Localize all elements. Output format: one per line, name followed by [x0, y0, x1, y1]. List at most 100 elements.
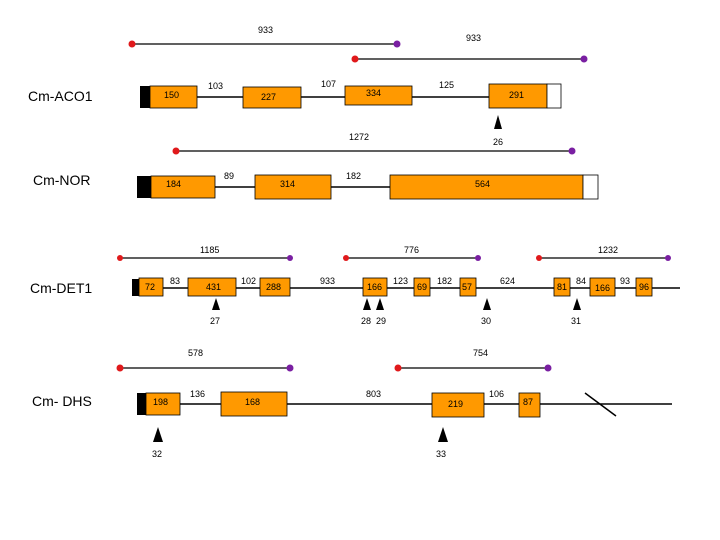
span-label: 933	[258, 25, 273, 35]
span-label: 776	[404, 245, 419, 255]
exon-box	[220, 391, 288, 417]
intron-length: 107	[321, 79, 336, 89]
exon-box	[389, 174, 584, 200]
exon-box	[589, 277, 616, 297]
marker: 31	[571, 298, 581, 326]
gene-label: Cm-DET1	[30, 280, 92, 296]
exon-length: 168	[245, 397, 260, 407]
marker-label: 28	[361, 316, 371, 326]
exon-box	[187, 277, 237, 297]
marker: 32	[152, 427, 163, 459]
exon: 87	[518, 392, 541, 418]
utr-box	[582, 174, 599, 200]
exon-box	[344, 85, 413, 106]
marker-label: 26	[493, 137, 503, 147]
exon-box	[553, 277, 571, 297]
intron-length: 125	[439, 80, 454, 90]
span-bracket: 578	[116, 348, 294, 372]
span-label: 1272	[349, 132, 369, 142]
exon-length: 57	[462, 282, 472, 292]
exon-box	[413, 277, 431, 297]
span-start-dot	[117, 255, 123, 261]
exon-length: 166	[595, 283, 610, 293]
exon-length: 72	[145, 282, 155, 292]
marker-label: 30	[481, 316, 491, 326]
exon-length: 166	[367, 282, 382, 292]
span-bracket: 933	[351, 33, 588, 63]
span-end-dot	[393, 40, 401, 48]
exon: 81	[553, 277, 571, 297]
intron-length: 182	[346, 171, 361, 181]
exon-box	[459, 277, 477, 297]
break-mark	[584, 392, 617, 417]
span-end-dot	[287, 255, 293, 261]
gene-label: Cm-NOR	[33, 172, 91, 188]
exon-box	[635, 277, 653, 297]
marker-arrow	[573, 298, 581, 310]
intron-length: 102	[241, 276, 256, 286]
intron-length: 89	[224, 171, 234, 181]
exon-box	[149, 85, 198, 109]
marker-arrow	[438, 427, 448, 442]
marker-label: 33	[436, 449, 446, 459]
exon-box	[145, 392, 181, 416]
marker-label: 32	[152, 449, 162, 459]
span-bracket: 1185	[117, 245, 293, 261]
exon-box	[150, 175, 216, 199]
exon: 431	[187, 277, 237, 297]
span-start-dot	[536, 255, 542, 261]
utr-box	[546, 83, 562, 109]
intron-length: 83	[170, 276, 180, 286]
intron-length: 933	[320, 276, 335, 286]
span-bracket: 1272	[172, 132, 576, 155]
gene-label: Cm-ACO1	[28, 88, 93, 104]
exon: 564	[389, 174, 584, 200]
intron-length: 182	[437, 276, 452, 286]
span-end-dot	[475, 255, 481, 261]
exon-length: 184	[166, 179, 181, 189]
exon-length: 291	[509, 90, 524, 100]
exon-length: 87	[523, 397, 533, 407]
intron-length: 84	[576, 276, 586, 286]
intron-length: 93	[620, 276, 630, 286]
marker: 33	[436, 427, 448, 459]
exon: 184	[150, 175, 216, 199]
marker: 28	[361, 298, 371, 326]
exon-box	[242, 86, 302, 109]
exon-length: 219	[448, 399, 463, 409]
exon-box	[518, 392, 541, 418]
exon: 166	[362, 277, 388, 297]
exon: 314	[254, 174, 332, 200]
exon: 57	[459, 277, 477, 297]
exon: 291	[488, 83, 548, 109]
gene-aco1: Cm-ACO1 933 933 150 227 334	[28, 25, 588, 147]
exon-length: 288	[266, 282, 281, 292]
exon-box	[488, 83, 548, 109]
marker-label: 31	[571, 316, 581, 326]
intron-length: 624	[500, 276, 515, 286]
exon-box	[431, 392, 485, 418]
marker-arrow	[494, 115, 502, 129]
span-end-dot	[286, 364, 294, 372]
intron-length: 106	[489, 389, 504, 399]
intron-length: 123	[393, 276, 408, 286]
exon-length: 227	[261, 92, 276, 102]
exon-length: 431	[206, 282, 221, 292]
span-bracket: 1232	[536, 245, 671, 261]
exon-length: 198	[153, 397, 168, 407]
gene-label: Cm- DHS	[32, 393, 92, 409]
span-bracket: 933	[128, 25, 401, 48]
intron-length: 136	[190, 389, 205, 399]
gene-nor: Cm-NOR 1272 184 314 564 89 182	[33, 132, 599, 200]
marker: 26	[493, 115, 503, 147]
span-end-dot	[665, 255, 671, 261]
span-end-dot	[544, 364, 552, 372]
exon-box	[254, 174, 332, 200]
exon: 219	[431, 392, 485, 418]
start-block	[132, 279, 139, 296]
exon-box	[362, 277, 388, 297]
exon-length: 334	[366, 88, 381, 98]
exon: 96	[635, 277, 653, 297]
intron-length: 103	[208, 81, 223, 91]
